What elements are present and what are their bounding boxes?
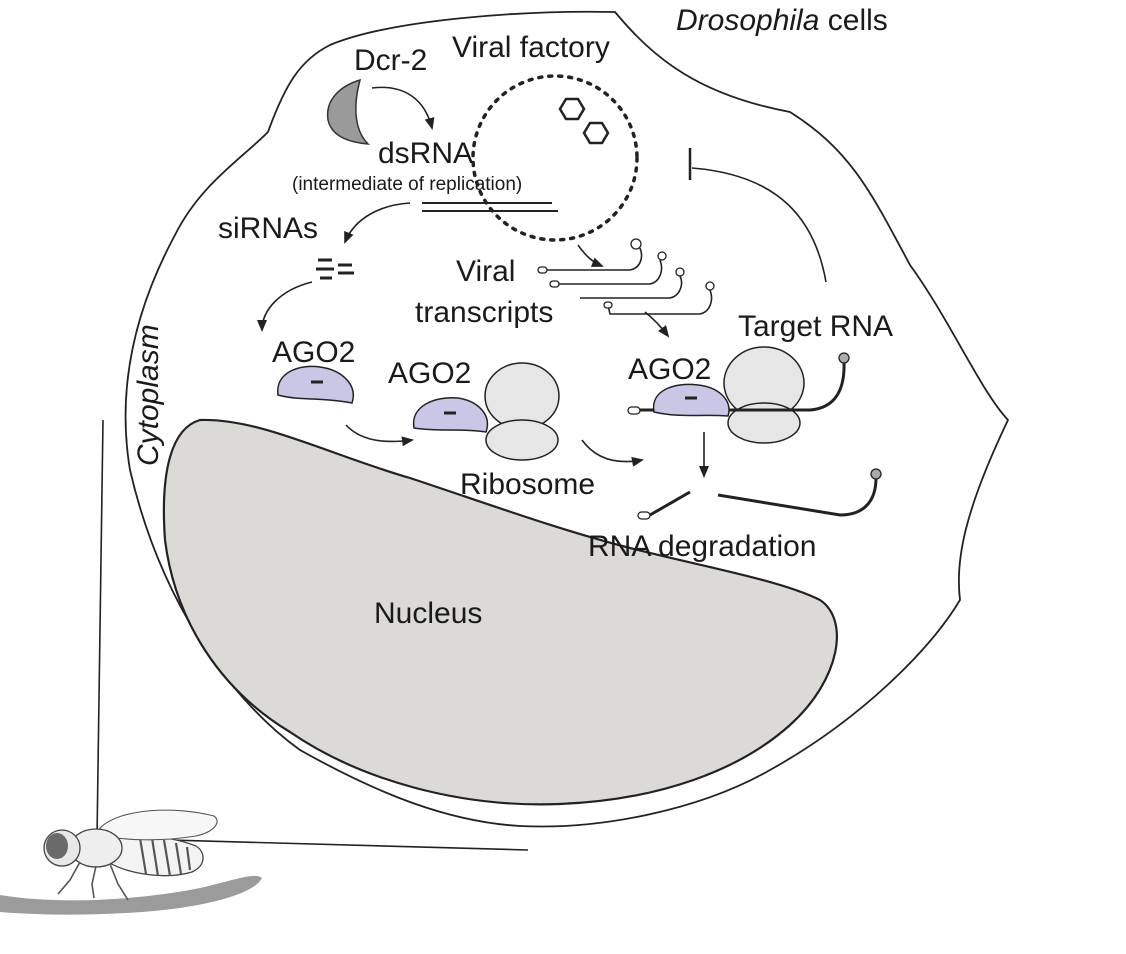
target-ribosome-small-subunit bbox=[727, 402, 801, 444]
sirnas-icon bbox=[316, 258, 354, 280]
inhibition-line bbox=[691, 167, 827, 283]
ribosome-label: Ribosome bbox=[460, 468, 595, 501]
target-rna-label: Target RNA bbox=[738, 310, 893, 343]
callout-line-vertical bbox=[96, 419, 104, 839]
cleaved-rna-fragment-3prime bbox=[717, 477, 878, 517]
viral-transcripts-label-line2: transcripts bbox=[415, 296, 553, 329]
arrow-ago2-to-ribosome bbox=[345, 424, 414, 447]
viral-transcripts-label-line1: Viral bbox=[456, 255, 515, 288]
virus-particle-icon bbox=[582, 121, 610, 145]
sirnas-label: siRNAs bbox=[218, 212, 318, 245]
nucleus bbox=[162, 418, 838, 806]
viral-factory-label: Viral factory bbox=[452, 31, 610, 64]
drosophila-fly-icon bbox=[43, 809, 218, 901]
organism-label-rest: cells bbox=[819, 4, 887, 37]
cleaved-rna-fragment-5prime bbox=[649, 490, 691, 517]
ribosome-small-subunit bbox=[485, 419, 559, 461]
ago2-target-label: AGO2 bbox=[628, 353, 711, 386]
viral-transcripts-icon bbox=[537, 238, 715, 315]
virus-particle-icon bbox=[558, 97, 586, 121]
target-mrna-cap bbox=[627, 406, 641, 415]
arrow-factory-to-transcripts bbox=[577, 244, 604, 267]
cell-membrane bbox=[124, 10, 1010, 828]
dcr2-enzyme-icon bbox=[326, 78, 370, 145]
ago2-ribosome-icon bbox=[412, 397, 489, 433]
ago2-free-label: AGO2 bbox=[272, 336, 355, 369]
ribosome-large-subunit bbox=[484, 362, 560, 430]
fly-ground bbox=[0, 875, 262, 915]
target-mrna-tail bbox=[838, 352, 850, 364]
organism-label-italic: Drosophila bbox=[676, 4, 819, 37]
ago2-free-icon bbox=[277, 365, 354, 404]
organism-label: Drosophila cells bbox=[676, 4, 888, 37]
nucleus-label: Nucleus bbox=[374, 597, 482, 630]
rna-degradation-label: RNA degradation bbox=[588, 530, 817, 563]
ago2-ribosome-label: AGO2 bbox=[388, 357, 471, 390]
arrow-dsrna-to-sirnas bbox=[344, 202, 411, 244]
arrow-ribosome-to-target bbox=[581, 439, 644, 467]
dsrna-label: dsRNA bbox=[378, 137, 473, 170]
arrow-dcr2-to-dsrna bbox=[371, 86, 435, 130]
cleaved-fragment-cap bbox=[637, 511, 651, 520]
cytoplasm-label: Cytoplasm bbox=[132, 324, 165, 466]
dsrna-note-label: (intermediate of replication) bbox=[292, 174, 522, 195]
target-mrna bbox=[638, 361, 846, 412]
arrow-sirnas-to-ago2 bbox=[257, 281, 313, 332]
arrow-transcripts-to-ago2 bbox=[644, 311, 670, 338]
dcr2-label: Dcr-2 bbox=[354, 44, 427, 77]
viral-factory-circle bbox=[471, 74, 639, 242]
ago2-target-icon bbox=[652, 383, 730, 417]
cleaved-fragment-tail bbox=[870, 468, 882, 480]
